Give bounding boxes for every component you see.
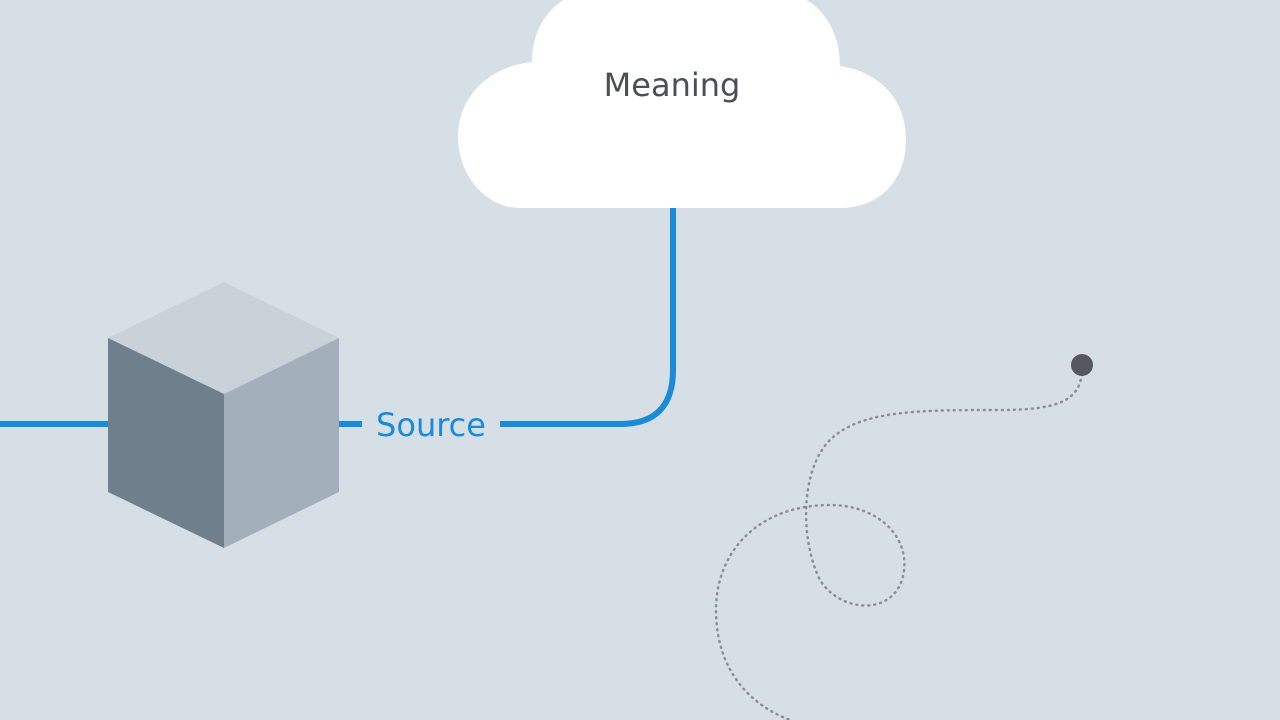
cloud-label: Meaning <box>604 66 741 104</box>
connector: Source <box>0 208 676 444</box>
meaning-cloud: Meaning <box>458 0 906 208</box>
cube-left-face <box>108 338 224 548</box>
wandering-path <box>714 354 1093 720</box>
cube-right-face <box>224 338 339 548</box>
source-label: Source <box>376 406 486 444</box>
connector-label-to-cloud <box>500 208 676 427</box>
dotted-trail <box>714 366 1084 720</box>
cloud-shape <box>458 0 906 208</box>
cube-top-face <box>108 282 339 394</box>
path-end-dot <box>1071 354 1093 376</box>
source-cube <box>108 282 339 548</box>
